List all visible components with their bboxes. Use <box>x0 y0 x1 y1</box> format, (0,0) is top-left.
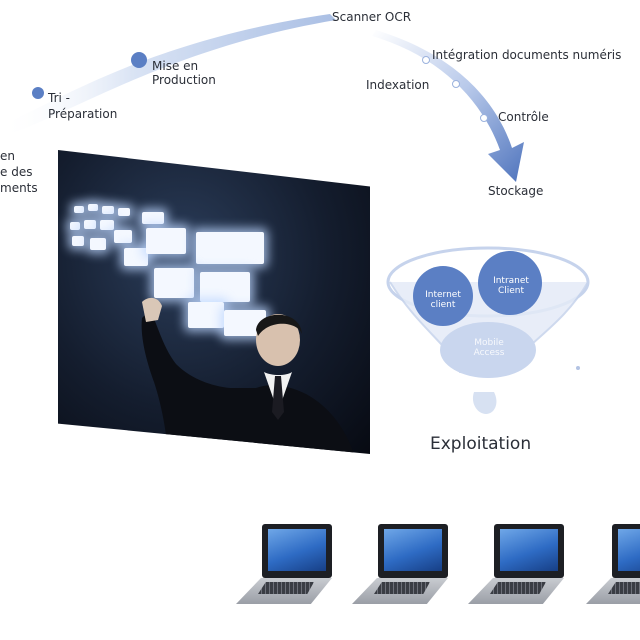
man-silhouette <box>141 297 354 454</box>
intranet-label-2: Client <box>497 286 525 296</box>
glow-tile <box>142 212 164 224</box>
mise-label-1: Mise en <box>152 59 199 73</box>
intranet-bubble <box>478 251 542 315</box>
internet-label-1: Internet <box>425 290 461 300</box>
tri-dot <box>32 87 44 99</box>
glow-tile <box>100 220 114 230</box>
glow-tile <box>154 268 194 298</box>
laptop <box>468 524 572 610</box>
mise-dot <box>131 52 147 68</box>
indexation-dot <box>452 80 460 88</box>
glow-tile <box>118 208 130 216</box>
indexation-label: Indexation <box>366 78 430 92</box>
funnel-drop <box>472 392 497 414</box>
glow-tile <box>196 232 264 264</box>
left-label-2: e des <box>0 165 33 179</box>
glow-tile <box>146 228 186 254</box>
stockage-label: Stockage <box>488 184 544 198</box>
internet-bubble <box>413 266 473 326</box>
exploitation-label: Exploitation <box>430 434 532 454</box>
glow-tile <box>90 238 106 250</box>
laptop <box>352 524 456 610</box>
left-label-1: en <box>0 149 15 163</box>
flow-arrow <box>372 30 524 182</box>
controle-label: Contrôle <box>498 110 549 124</box>
glow-tile <box>88 204 98 211</box>
internet-label-2: client <box>430 300 456 310</box>
glow-tile <box>102 206 114 214</box>
laptop <box>236 524 340 610</box>
laptop <box>586 524 640 610</box>
businessman-photo <box>58 150 370 454</box>
glow-tile <box>84 220 96 229</box>
mobile-label-1: Mobile <box>474 338 504 348</box>
mobile-label-2: Access <box>473 348 505 358</box>
mobile-bubble <box>440 322 536 378</box>
tri-label-1: Tri - <box>48 91 70 105</box>
glow-tile <box>74 206 84 213</box>
glow-tile <box>72 236 84 246</box>
glow-tile <box>188 302 224 328</box>
glow-tile <box>114 230 132 243</box>
intranet-label-1: Intranet <box>493 276 529 286</box>
glow-tile <box>200 272 250 302</box>
mise-label-2: Production <box>152 73 216 87</box>
glow-tile <box>70 222 80 230</box>
integration-label: Intégration documents numéris <box>432 48 622 62</box>
tri-label-2: Préparation <box>48 107 118 121</box>
side-dot <box>576 366 580 370</box>
integration-dot <box>422 56 430 64</box>
glow-tile <box>124 248 148 266</box>
controle-dot <box>480 114 488 122</box>
left-label-3: ments <box>0 181 38 195</box>
scanner-label: Scanner OCR <box>332 10 412 24</box>
